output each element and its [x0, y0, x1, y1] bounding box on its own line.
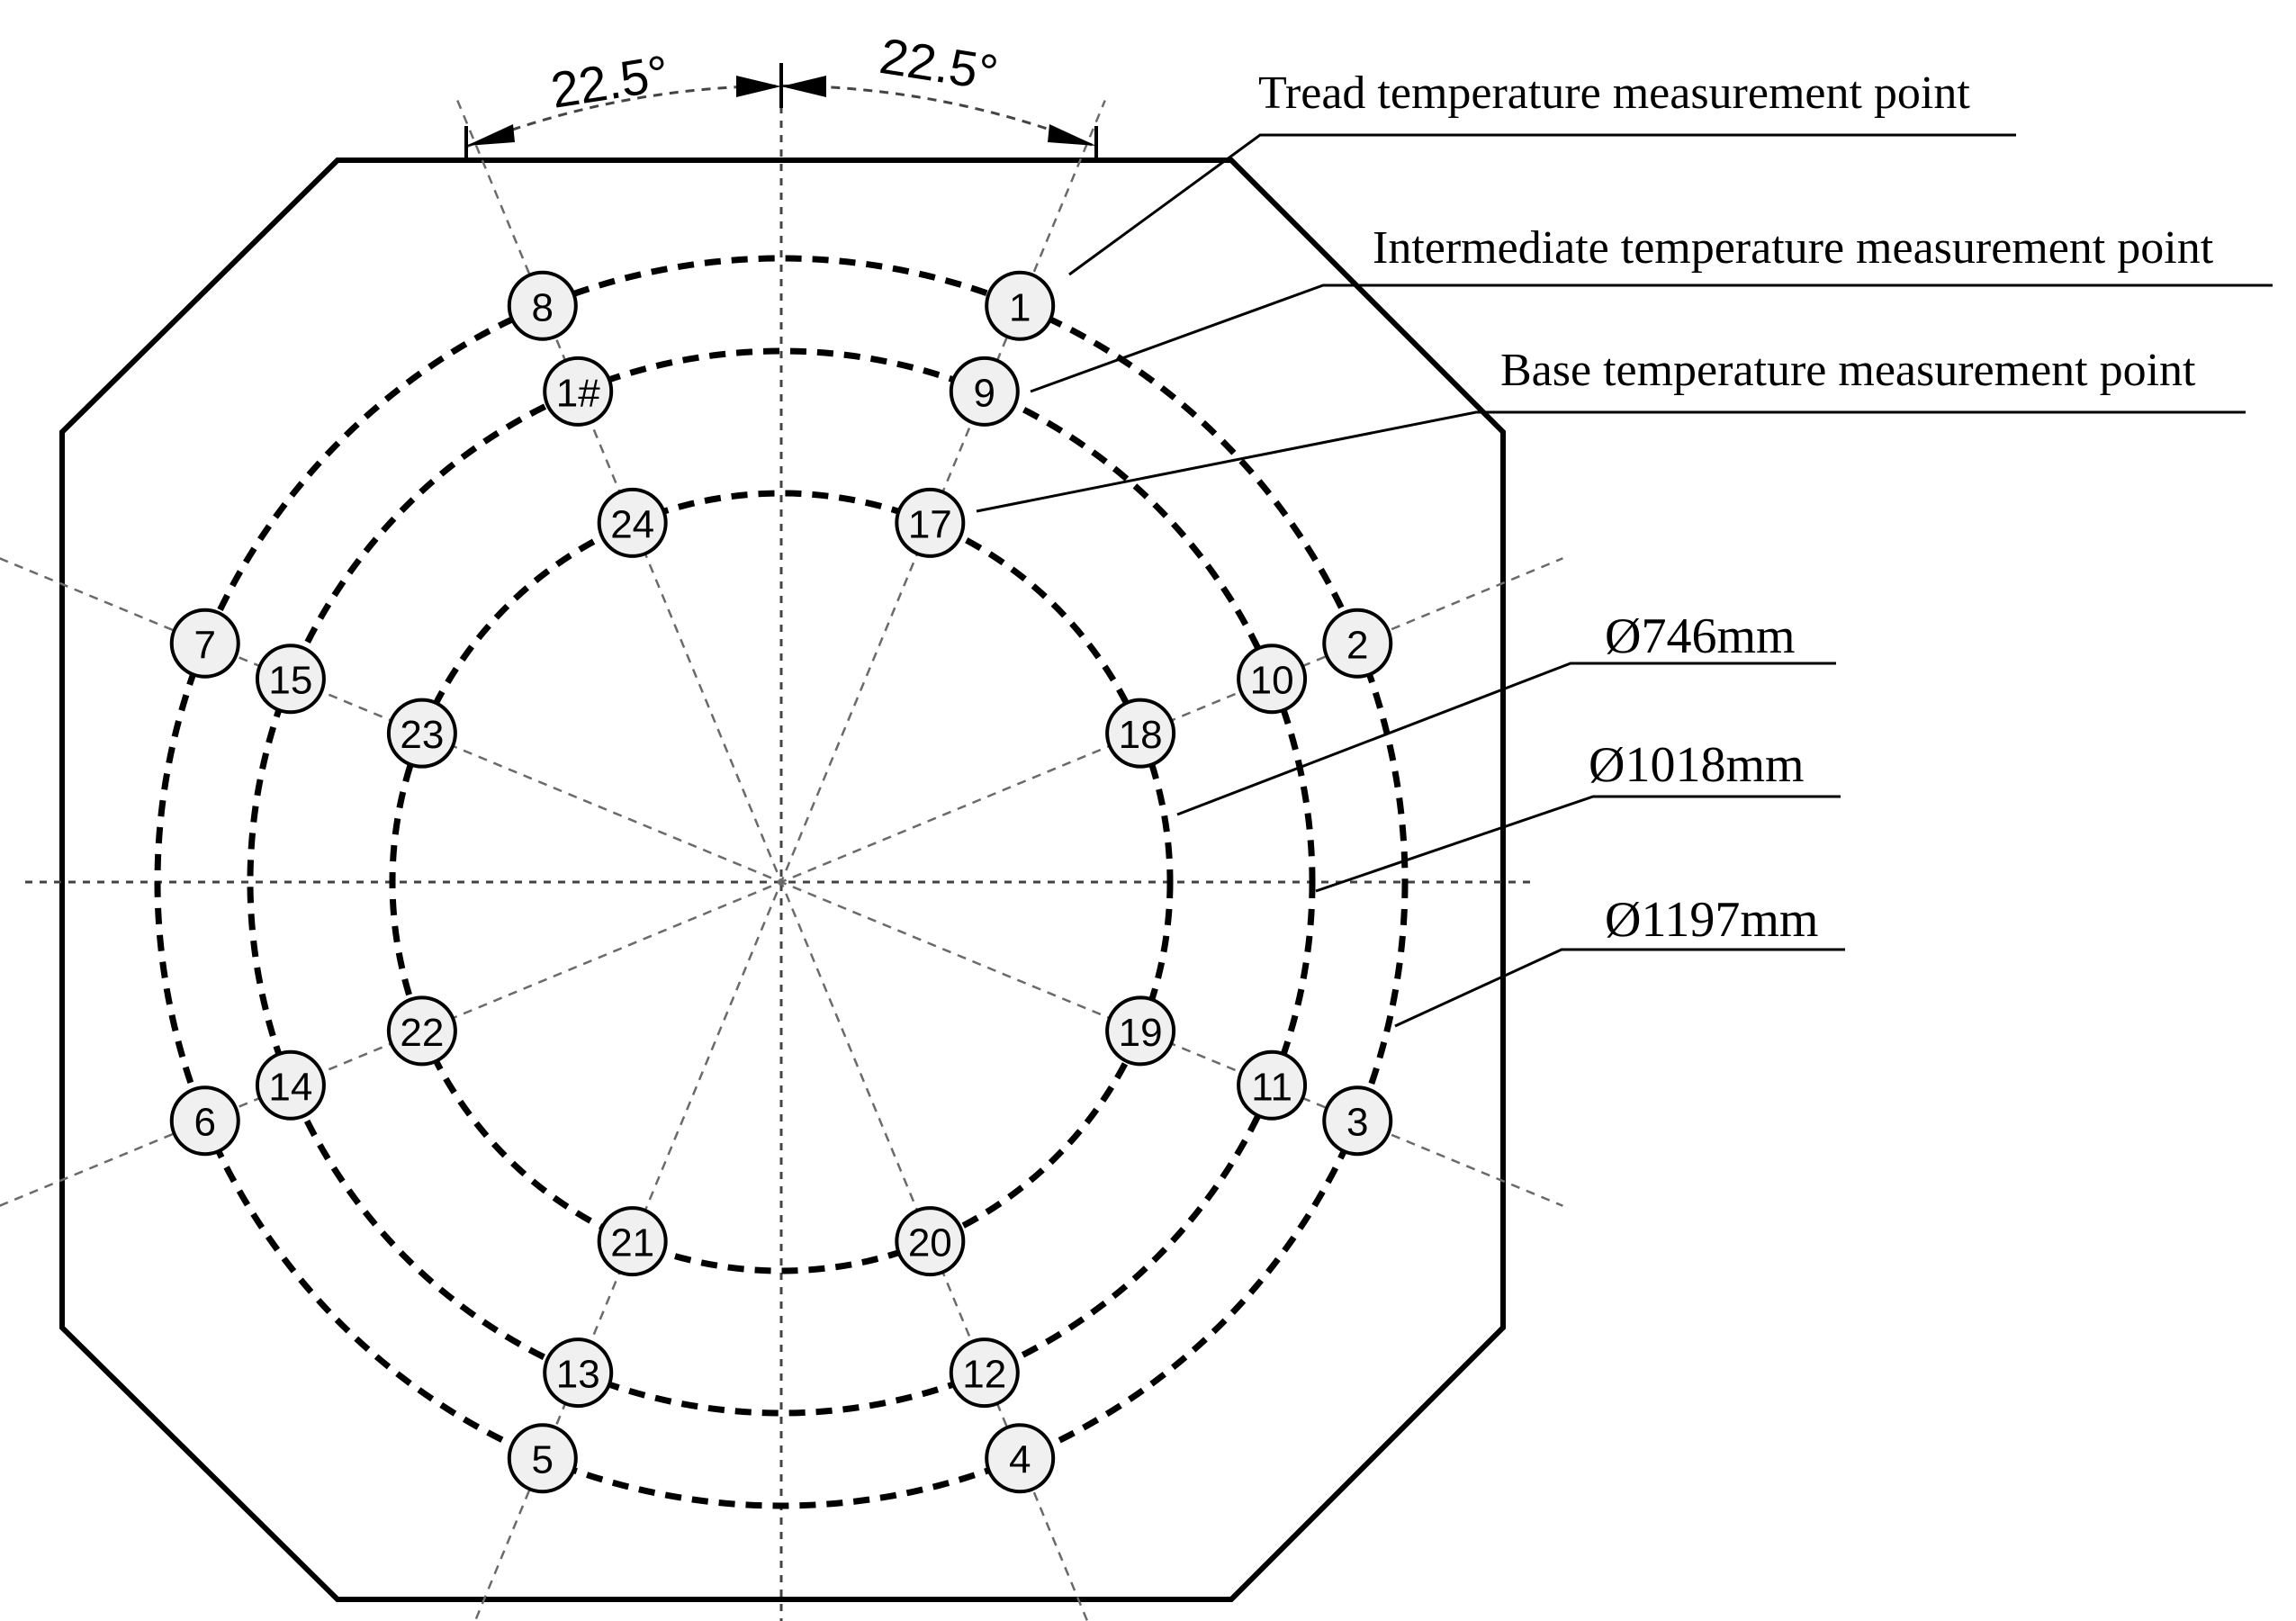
measurement-point-8: 8	[507, 270, 578, 341]
measurement-point-label: 9	[974, 371, 995, 415]
measurement-point-circle	[543, 1337, 614, 1409]
measurement-point-label: 8	[532, 285, 554, 329]
measurement-point-label: 19	[1119, 1011, 1163, 1055]
measurement-point-circle	[1322, 608, 1393, 679]
angle-label-right: 22.5°	[876, 27, 1002, 102]
measurement-point-17: 17	[895, 487, 966, 558]
measurement-point-18: 18	[1105, 698, 1176, 769]
leader-intermediate	[1030, 284, 2273, 393]
measurement-point-circle	[169, 608, 240, 679]
measurement-point-label: 5	[532, 1438, 554, 1482]
measurement-point-label: 22	[400, 1011, 444, 1055]
measurement-point-circle	[985, 1423, 1056, 1494]
measurement-point-11: 11	[1237, 1049, 1308, 1121]
measurement-point-label: 7	[194, 623, 216, 667]
measurement-point-circle	[597, 487, 668, 558]
leader-d1197	[1394, 948, 1845, 1028]
measurement-point-5: 5	[507, 1423, 578, 1494]
measurement-point-circle	[895, 1206, 966, 1277]
measurement-point-14: 14	[255, 1049, 326, 1121]
measurement-point-label: 20	[908, 1221, 952, 1265]
measurement-point-circle	[386, 995, 457, 1067]
measurement-point-circle	[507, 1423, 578, 1494]
measurement-point-label: 14	[268, 1065, 312, 1109]
measurement-point-3: 3	[1322, 1085, 1393, 1157]
measurement-point-19: 19	[1105, 995, 1176, 1067]
measurement-point-circle	[169, 1085, 240, 1157]
measurement-point-circle	[1105, 698, 1176, 769]
leader-d1018	[1315, 795, 1841, 893]
ring-inner	[389, 490, 1174, 1274]
measurement-point-circle	[255, 644, 326, 715]
label-intermediate-point: Intermediate temperature measurement poi…	[1373, 222, 2214, 274]
measurement-point-label: 6	[194, 1101, 216, 1145]
measurement-point-circle	[1105, 995, 1176, 1067]
measurement-point-label: 24	[610, 502, 654, 546]
arrowhead-left	[466, 124, 515, 146]
measurement-point-12: 12	[949, 1337, 1020, 1409]
measurement-point-circle	[985, 270, 1056, 341]
label-diameter-746: Ø746mm	[1605, 608, 1796, 664]
angle-label-left: 22.5°	[547, 44, 673, 119]
label-tread-point: Tread temperature measurement point	[1258, 68, 1970, 119]
measurement-point-circle	[1237, 644, 1308, 715]
measurement-point-6: 6	[169, 1085, 240, 1157]
measurement-point-label: 11	[1251, 1065, 1292, 1109]
label-diameter-1018: Ø1018mm	[1589, 737, 1805, 793]
measurement-point-label: 3	[1346, 1101, 1368, 1145]
measurement-point-1: 1	[985, 270, 1056, 341]
measurement-point-circle	[255, 1049, 326, 1121]
measurement-point-label: 18	[1119, 713, 1163, 757]
measurement-point-circle	[1322, 1085, 1393, 1157]
measurement-point-22: 22	[386, 995, 457, 1067]
octagon-outline	[59, 158, 1506, 1602]
measurement-point-20: 20	[895, 1206, 966, 1277]
measurement-point-23: 23	[386, 698, 457, 769]
measurement-point-21: 21	[597, 1206, 668, 1277]
leader-d746	[1176, 662, 1836, 816]
label-base-point: Base temperature measurement point	[1500, 345, 2196, 396]
measurement-point-label: 12	[962, 1353, 1006, 1397]
measurement-point-circle	[597, 1206, 668, 1277]
measurement-point-circle	[543, 356, 614, 427]
measurement-point-13: 13	[543, 1337, 614, 1409]
arrowhead-center-right	[781, 76, 826, 97]
arrowhead-right	[1048, 124, 1096, 146]
ring-outer	[154, 255, 1409, 1509]
measurement-point-label: 13	[556, 1353, 600, 1397]
measurement-point-2: 2	[1322, 608, 1393, 679]
measurement-point-circle	[507, 270, 578, 341]
measurement-point-9: 9	[949, 356, 1020, 427]
measurement-point-label: 21	[610, 1221, 654, 1265]
measurement-point-circle	[386, 698, 457, 769]
ring-middle	[247, 347, 1316, 1417]
leader-tread	[1068, 133, 2016, 276]
measurement-point-label: 1	[1009, 285, 1031, 329]
measurement-point-4: 4	[985, 1423, 1056, 1494]
measurement-point-circle	[949, 1337, 1020, 1409]
arrowhead-center-left	[736, 76, 781, 97]
measurement-point-label: 17	[908, 502, 952, 546]
label-diameter-1197: Ø1197mm	[1605, 892, 1818, 948]
measurement-point-15: 15	[255, 644, 326, 715]
measurement-point-circle	[895, 487, 966, 558]
measurement-point-label: 4	[1009, 1438, 1031, 1482]
measurement-point-label: 2	[1346, 623, 1368, 667]
measurement-point-circle	[949, 356, 1020, 427]
measurement-point-label: 15	[268, 659, 312, 703]
measurement-point-circle	[1237, 1049, 1308, 1121]
angle-dimension-arc	[465, 84, 1097, 149]
measurement-point-1hash: 1#	[543, 356, 614, 427]
measurement-point-7: 7	[169, 608, 240, 679]
leader-base	[976, 410, 2246, 513]
measurement-point-10: 10	[1237, 644, 1308, 715]
measurement-point-24: 24	[597, 487, 668, 558]
measurement-point-label: 1#	[556, 371, 600, 415]
measurement-point-label: 10	[1250, 659, 1294, 703]
measurement-point-label: 23	[400, 713, 444, 757]
